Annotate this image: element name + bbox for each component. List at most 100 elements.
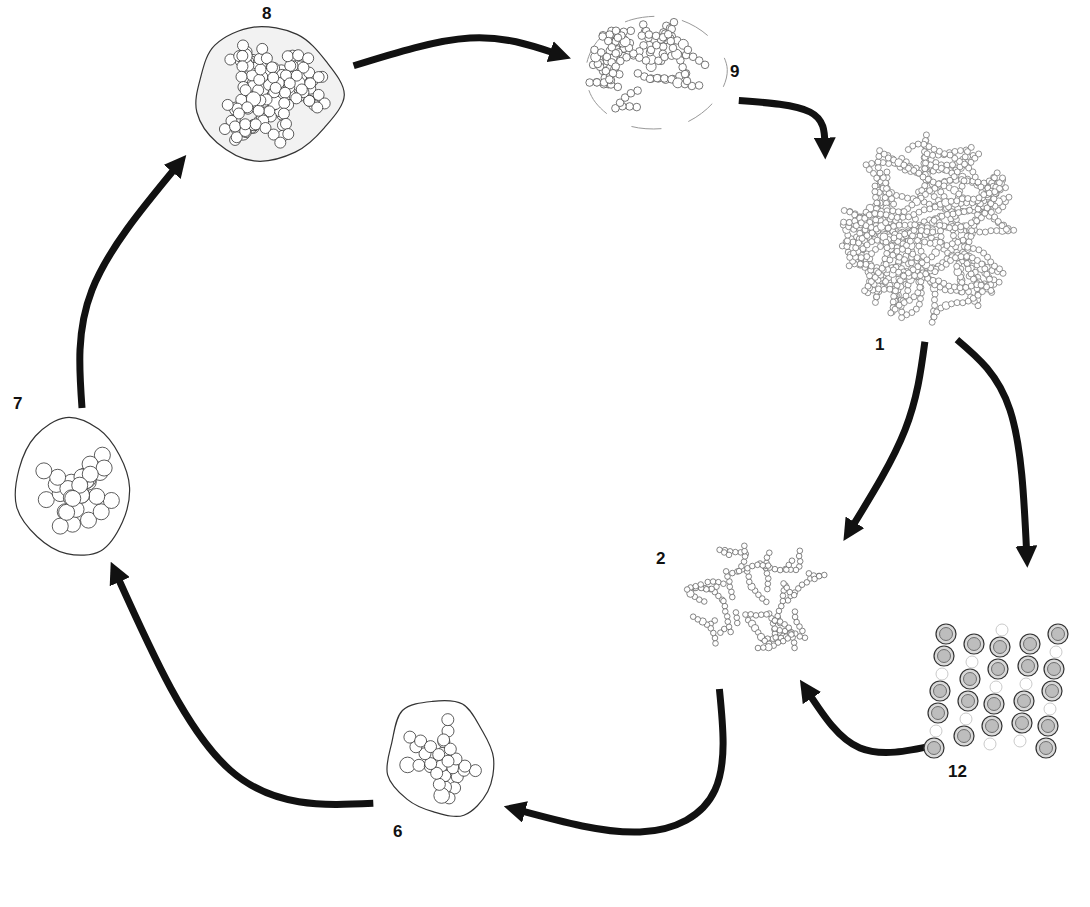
akinete [982, 716, 1002, 736]
cell [890, 208, 896, 214]
cell [946, 225, 952, 231]
cell [875, 159, 881, 165]
cell [729, 594, 735, 600]
cell [442, 755, 454, 767]
cell [725, 574, 731, 580]
cell [846, 219, 852, 225]
cell [1044, 703, 1056, 715]
cell [713, 641, 719, 647]
cell [909, 233, 915, 239]
cell [964, 254, 970, 260]
cell [734, 620, 740, 626]
akinete-core [938, 650, 951, 663]
callout-number: 8 [262, 4, 271, 24]
cell [922, 166, 928, 172]
cell [695, 82, 703, 90]
akinete-core [934, 685, 947, 698]
callout-number: 6 [393, 822, 402, 842]
cell [661, 75, 669, 83]
cell [742, 554, 748, 560]
cell [236, 71, 247, 82]
cell [781, 581, 787, 587]
cell [727, 584, 733, 590]
cell [873, 194, 879, 200]
cell [937, 228, 943, 234]
cell [899, 193, 905, 199]
cell [792, 645, 798, 651]
cell [268, 72, 279, 83]
cell [758, 612, 764, 618]
cell [812, 576, 818, 582]
cell [442, 714, 454, 726]
cell [765, 581, 771, 587]
cell [413, 759, 425, 771]
cell [634, 87, 642, 95]
cell [89, 488, 105, 504]
cell [679, 63, 687, 71]
cell [652, 32, 660, 40]
cell [956, 210, 962, 216]
cell [841, 208, 847, 214]
cell [765, 586, 771, 592]
cell [683, 77, 691, 85]
cell [767, 550, 773, 556]
cell [718, 630, 724, 636]
cell [890, 299, 896, 305]
cell [240, 119, 251, 130]
cell [278, 108, 289, 119]
life-stage: 6 [385, 698, 495, 818]
callout-number: 2 [656, 549, 665, 569]
cell [990, 681, 1002, 693]
life-stage: 2 [680, 535, 840, 675]
akinete [928, 703, 948, 723]
stage-illustration [15, 420, 135, 555]
akinete [934, 646, 954, 666]
callout-number: 12 [948, 762, 967, 782]
cell [966, 656, 978, 668]
cell [908, 260, 914, 266]
life-stage: 8 [190, 30, 340, 160]
cell [733, 610, 739, 616]
akinete-core [1042, 720, 1055, 733]
cell [923, 160, 929, 166]
cell [633, 103, 641, 111]
cell [753, 613, 759, 619]
stage-arrow [852, 342, 925, 528]
cell [874, 237, 880, 243]
cell [858, 255, 864, 261]
colony-sheath [387, 701, 494, 817]
cell [222, 99, 233, 110]
akinete [1042, 681, 1062, 701]
akinete-core [1016, 717, 1029, 730]
cell [894, 282, 900, 288]
cell [764, 571, 770, 577]
akinete [924, 738, 944, 758]
cell [960, 713, 972, 725]
cell [1020, 678, 1032, 690]
cell [765, 563, 771, 569]
cell [773, 635, 779, 641]
cell [746, 579, 752, 585]
akinete [954, 726, 974, 746]
cell [944, 243, 950, 249]
cell [949, 301, 955, 307]
cell [991, 174, 997, 180]
cell [250, 119, 261, 130]
cell [918, 228, 924, 234]
cell [784, 567, 790, 573]
cell [1006, 194, 1012, 200]
cell [958, 148, 964, 154]
cell [872, 299, 878, 305]
cell [653, 74, 661, 82]
cell [701, 61, 709, 69]
cell [704, 586, 710, 592]
cell [783, 566, 789, 572]
cell [997, 186, 1003, 192]
cell [917, 296, 923, 302]
stage-illustration [835, 125, 1020, 330]
cell [626, 103, 634, 111]
cell [670, 18, 678, 26]
cell [267, 62, 278, 73]
cell [912, 273, 918, 279]
cell [986, 190, 992, 196]
